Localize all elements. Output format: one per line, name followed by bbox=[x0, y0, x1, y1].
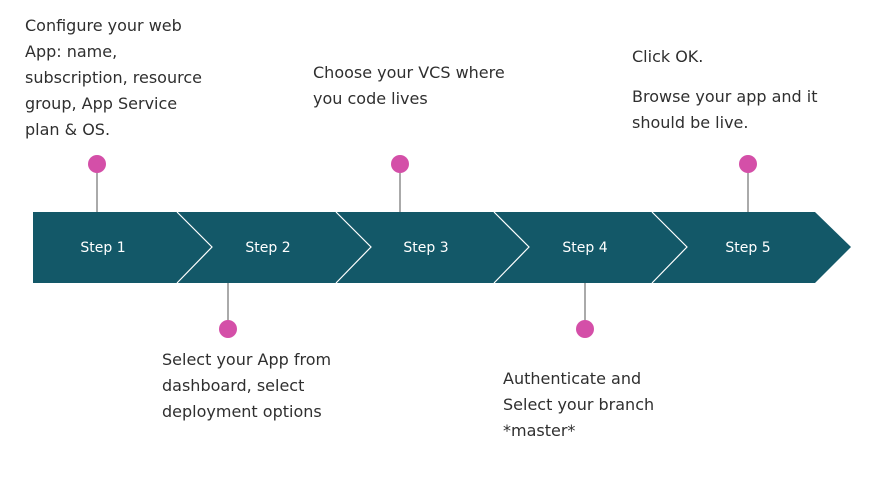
note-step4-text: Authenticate and Select your branch *mas… bbox=[503, 369, 655, 440]
note-step5-line2: Browse your app and it should be live. bbox=[632, 87, 818, 132]
step-separator-4 bbox=[651, 211, 688, 284]
marker-step4 bbox=[576, 320, 594, 338]
step-label-1: Step 1 bbox=[80, 240, 125, 256]
note-step3-text: Choose your VCS where you code lives bbox=[313, 63, 505, 108]
note-step1-text: Configure your web App: name, subscripti… bbox=[25, 16, 202, 139]
step-separator-1 bbox=[176, 211, 213, 284]
note-step2-text: Select your App from dashboard, select d… bbox=[162, 350, 332, 421]
step-label-5: Step 5 bbox=[725, 240, 770, 256]
note-step5: Click OK. Browse your app and it should … bbox=[632, 44, 832, 136]
note-step4: Authenticate and Select your branch *mas… bbox=[503, 366, 693, 444]
marker-step3 bbox=[391, 155, 409, 173]
step-separator-2 bbox=[335, 211, 372, 284]
timeline-arrow bbox=[33, 212, 851, 283]
step-label-3: Step 3 bbox=[403, 240, 448, 256]
note-step3: Choose your VCS where you code lives bbox=[313, 60, 513, 112]
note-step5-line1: Click OK. bbox=[632, 47, 704, 66]
marker-step2 bbox=[219, 320, 237, 338]
step-label-4: Step 4 bbox=[562, 240, 607, 256]
step-label-2: Step 2 bbox=[245, 240, 290, 256]
step-separator-3 bbox=[493, 211, 530, 284]
marker-step1 bbox=[88, 155, 106, 173]
marker-step5 bbox=[739, 155, 757, 173]
note-step1: Configure your web App: name, subscripti… bbox=[25, 13, 215, 143]
note-step2: Select your App from dashboard, select d… bbox=[162, 347, 332, 425]
